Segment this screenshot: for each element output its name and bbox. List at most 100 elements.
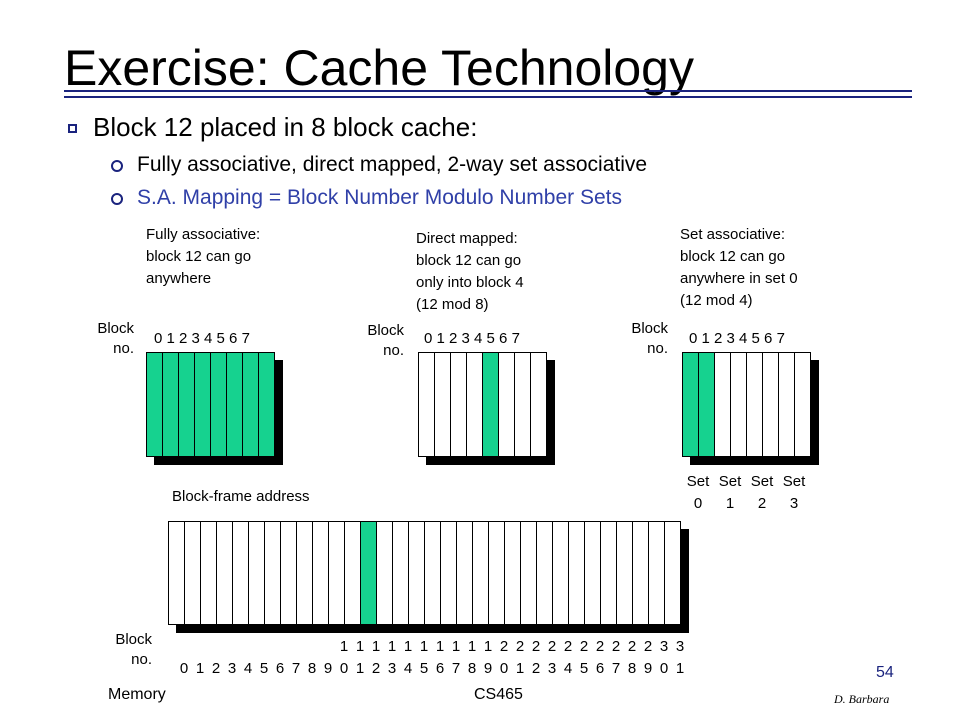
memory-tens-digit: 1 [451, 638, 461, 655]
set-number: 2 [757, 495, 767, 512]
memory-block [441, 522, 457, 625]
memory-label: Block no. [96, 630, 152, 670]
memory-tens-digit: 1 [339, 638, 349, 655]
memory-ones-digit: 1 [355, 660, 365, 677]
memory-ones-digit: 5 [579, 660, 589, 677]
memory-ones-digit: 2 [531, 660, 541, 677]
memory-tens-digit: 2 [611, 638, 621, 655]
memory-ones-digit: 2 [371, 660, 381, 677]
cache-caption-line: Fully associative: [146, 226, 261, 243]
cache-block [483, 353, 499, 457]
memory-blocks [168, 521, 681, 625]
bullet-sub-2: S.A. Mapping = Block Number Modulo Numbe… [137, 186, 622, 209]
memory-ones-digit: 0 [179, 660, 189, 677]
set-number: 3 [789, 495, 799, 512]
memory-tens-digit: 1 [483, 638, 493, 655]
memory-tens-digit: 2 [547, 638, 557, 655]
cache-caption-line: anywhere in set 0 [680, 270, 798, 287]
memory-ones-digit: 6 [275, 660, 285, 677]
memory-tens-digit: 2 [515, 638, 525, 655]
page-number: 54 [876, 664, 894, 681]
cache-block [211, 353, 227, 457]
memory-ones-digit: 4 [563, 660, 573, 677]
memory-block [537, 522, 553, 625]
memory-ones-digit: 1 [515, 660, 525, 677]
cache-block [179, 353, 195, 457]
memory-ones-digit: 1 [675, 660, 685, 677]
memory-tens-digit: 3 [659, 638, 669, 655]
square-bullet-icon [68, 124, 77, 133]
memory-block [377, 522, 393, 625]
memory-block [249, 522, 265, 625]
cache-block [499, 353, 515, 457]
memory-block [665, 522, 681, 625]
cache-block [699, 353, 715, 457]
memory-block [649, 522, 665, 625]
cache-caption-line: block 12 can go [680, 248, 786, 265]
slide-title: Exercise: Cache Technology [64, 40, 694, 96]
memory-tens-digit: 2 [531, 638, 541, 655]
cache-block [147, 353, 163, 457]
memory-tens-digit: 3 [675, 638, 685, 655]
cache-block [259, 353, 275, 457]
memory-block [521, 522, 537, 625]
cache-caption-line: only into block 4 [416, 274, 524, 291]
memory-block [457, 522, 473, 625]
memory-ones-digit: 8 [307, 660, 317, 677]
cache-block [515, 353, 531, 457]
memory-ones-digit: 1 [195, 660, 205, 677]
memory-block [345, 522, 361, 625]
memory-caption: Block-frame address [172, 488, 310, 505]
memory-block [489, 522, 505, 625]
memory-block [553, 522, 569, 625]
memory-ones-digit: 0 [659, 660, 669, 677]
memory-tens-digit: 1 [467, 638, 477, 655]
block-indices: 0 1 2 3 4 5 6 7 [154, 330, 250, 347]
set-label: Set [782, 473, 806, 490]
memory-tens-digit: 1 [387, 638, 397, 655]
cache-block [763, 353, 779, 457]
cache-caption-line: Set associative: [680, 226, 786, 243]
memory-block [217, 522, 233, 625]
cache-block [195, 353, 211, 457]
cache-caption: Set associative: block 12 can go anywhere … [680, 224, 798, 312]
memory-block [281, 522, 297, 625]
memory-tens-digit: 2 [499, 638, 509, 655]
cache-block [715, 353, 731, 457]
memory-tens-digit: 2 [563, 638, 573, 655]
cache-blocks [682, 352, 811, 457]
set-number: 0 [693, 495, 703, 512]
memory-ones-digit: 5 [259, 660, 269, 677]
cache-block [451, 353, 467, 457]
cache-caption-line: (12 mod 4) [680, 292, 753, 309]
memory-block [313, 522, 329, 625]
memory-tens-digit: 2 [643, 638, 653, 655]
memory-ones-digit: 7 [291, 660, 301, 677]
memory-tens-digit: 2 [595, 638, 605, 655]
bullet-sub-1: Fully associative, direct mapped, 2-way … [137, 153, 648, 176]
memory-ones-digit: 7 [611, 660, 621, 677]
memory-block [201, 522, 217, 625]
cache-block [683, 353, 699, 457]
circle-bullet-icon [111, 193, 123, 205]
memory-ones-digit: 9 [483, 660, 493, 677]
memory-block [169, 522, 185, 625]
memory-label-line: Block [115, 631, 152, 648]
memory-block [505, 522, 521, 625]
memory-ones-digit: 3 [227, 660, 237, 677]
memory-block [265, 522, 281, 625]
set-label: Set [718, 473, 742, 490]
footer-author: D. Barbara [834, 692, 890, 706]
memory-ones-digit: 5 [419, 660, 429, 677]
memory-ones-digit: 0 [499, 660, 509, 677]
memory-block [409, 522, 425, 625]
memory-block [233, 522, 249, 625]
memory-label-line: no. [131, 651, 152, 668]
block-indices: 0 1 2 3 4 5 6 7 [689, 330, 785, 347]
block-no-label-line: no. [647, 340, 668, 357]
memory-tens-digit: 1 [371, 638, 381, 655]
